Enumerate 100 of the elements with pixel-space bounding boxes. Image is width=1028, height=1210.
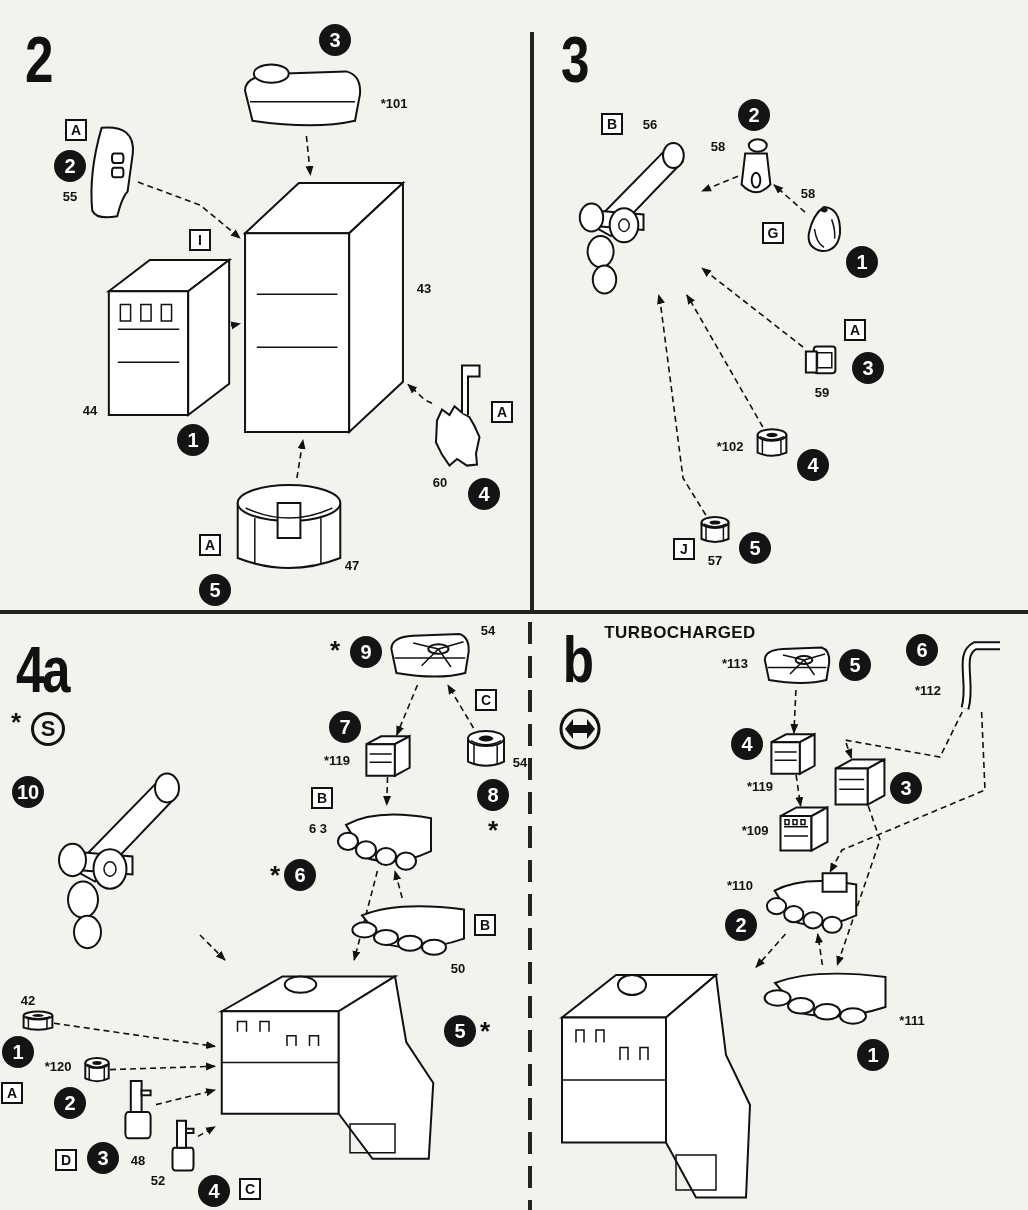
step-number-badge: 6 — [906, 634, 938, 666]
sprue-letter-box: A — [1, 1082, 23, 1104]
dashed-arrow — [843, 711, 963, 759]
dashed-arrow — [686, 294, 764, 428]
part-number: 54 — [480, 623, 496, 637]
dashed-arrow — [407, 383, 433, 405]
step-number-badge: 1 — [2, 1036, 34, 1068]
step-number-badge: 10 — [12, 776, 44, 808]
step-number-badge: 4 — [198, 1175, 230, 1207]
sprue-letter-box: A — [491, 401, 513, 423]
dashed-arrow — [447, 684, 475, 729]
asterisk-mark: * — [269, 862, 281, 888]
step-number-badge: 2 — [725, 909, 757, 941]
part-number: 58 — [710, 139, 726, 153]
part-number: 47 — [344, 558, 360, 572]
part-number: 52 — [150, 1173, 166, 1187]
step-number-badge: 1 — [177, 424, 209, 456]
step-number-badge: 1 — [846, 246, 878, 278]
dashed-arrow — [393, 870, 403, 899]
dashed-arrow — [305, 135, 314, 176]
asterisk-mark: * — [487, 817, 499, 843]
dashed-arrow — [197, 1125, 216, 1138]
dashed-arrow — [395, 684, 419, 736]
part-number: 60 — [432, 475, 448, 489]
dashed-arrow — [701, 267, 804, 348]
step-number-badge: 5 — [199, 574, 231, 606]
part-number: 54 — [512, 755, 528, 769]
dashed-arrow — [352, 870, 379, 961]
dashed-arrow — [755, 933, 787, 969]
step-number-badge: 8 — [477, 779, 509, 811]
part-number: 59 — [814, 385, 830, 399]
dashed-arrow — [53, 1022, 216, 1050]
sprue-letter-box: A — [65, 119, 87, 141]
part-number: *110 — [727, 878, 753, 892]
step-number-badge: 2 — [54, 150, 86, 182]
part-number: *101 — [380, 96, 408, 110]
step-number-badge: 5 — [839, 649, 871, 681]
sprue-letter-box: A — [844, 319, 866, 341]
step-number-badge: 3 — [890, 772, 922, 804]
dashed-arrow — [773, 184, 806, 213]
sprue-letter-box: G — [762, 222, 784, 244]
asterisk-mark: * — [10, 709, 22, 735]
part-number: 55 — [62, 189, 78, 203]
dashed-arrow — [296, 439, 306, 479]
step-number-badge: 5 — [739, 532, 771, 564]
part-number: *102 — [716, 439, 744, 453]
part-number: 6 3 — [308, 821, 328, 835]
dashed-arrow — [701, 175, 739, 192]
part-number: 44 — [82, 403, 98, 417]
step-number-badge: 4 — [797, 449, 829, 481]
sprue-letter-box: B — [311, 787, 333, 809]
part-number: *119 — [324, 753, 350, 767]
part-number: 43 — [416, 281, 432, 295]
step-number-badge: 3 — [852, 352, 884, 384]
sprue-letter-box: I — [189, 229, 211, 251]
sprue-letter-box: D — [55, 1149, 77, 1171]
step-number-badge: 4 — [731, 728, 763, 760]
sprue-letter-box: B — [601, 113, 623, 135]
section-heading: TURBOCHARGED — [604, 622, 756, 645]
dashed-arrow — [836, 805, 881, 966]
step-number-badge: 7 — [329, 711, 361, 743]
step-number-badge: 3 — [87, 1142, 119, 1174]
part-number: *112 — [915, 683, 941, 697]
step-number-badge: 9 — [350, 636, 382, 668]
step-number-badge: 2 — [738, 99, 770, 131]
part-number: 48 — [130, 1153, 146, 1167]
part-number: 58 — [800, 186, 816, 200]
part-number: 50 — [450, 961, 466, 975]
step-number-badge: 1 — [857, 1039, 889, 1071]
sprue-letter-box: C — [239, 1178, 261, 1200]
dashed-arrow — [137, 181, 241, 239]
step-number: b — [562, 628, 592, 692]
step-number: 3 — [561, 28, 587, 92]
step-number-badge: 4 — [468, 478, 500, 510]
dashed-arrow — [795, 774, 804, 807]
part-number: *119 — [747, 779, 773, 793]
dashed-arrow — [657, 294, 707, 516]
dashed-arrow — [109, 1062, 216, 1071]
step-number-badge: 2 — [54, 1087, 86, 1119]
sprue-letter-box: B — [474, 914, 496, 936]
step-number-badge: 5 — [444, 1015, 476, 1047]
step-number: 2 — [25, 28, 51, 92]
sprue-letter-box: C — [475, 689, 497, 711]
part-number: *120 — [44, 1059, 72, 1073]
asterisk-mark: * — [329, 637, 341, 663]
dashed-arrow — [829, 711, 986, 873]
sprue-letter-box: J — [673, 538, 695, 560]
part-number: 56 — [642, 117, 658, 131]
sprue-letter-box: A — [199, 534, 221, 556]
dashed-arrow — [815, 933, 824, 966]
dashed-arrow — [790, 689, 799, 734]
part-number: 57 — [707, 553, 723, 567]
dashed-arrow — [199, 934, 226, 961]
step-number-badge: 3 — [319, 24, 351, 56]
part-number: *109 — [741, 823, 769, 837]
circled-letter: S — [31, 712, 65, 746]
dashed-arrow — [230, 321, 241, 330]
asterisk-mark: * — [479, 1018, 491, 1044]
part-number: 42 — [20, 993, 36, 1007]
dashed-arrow — [383, 776, 391, 806]
